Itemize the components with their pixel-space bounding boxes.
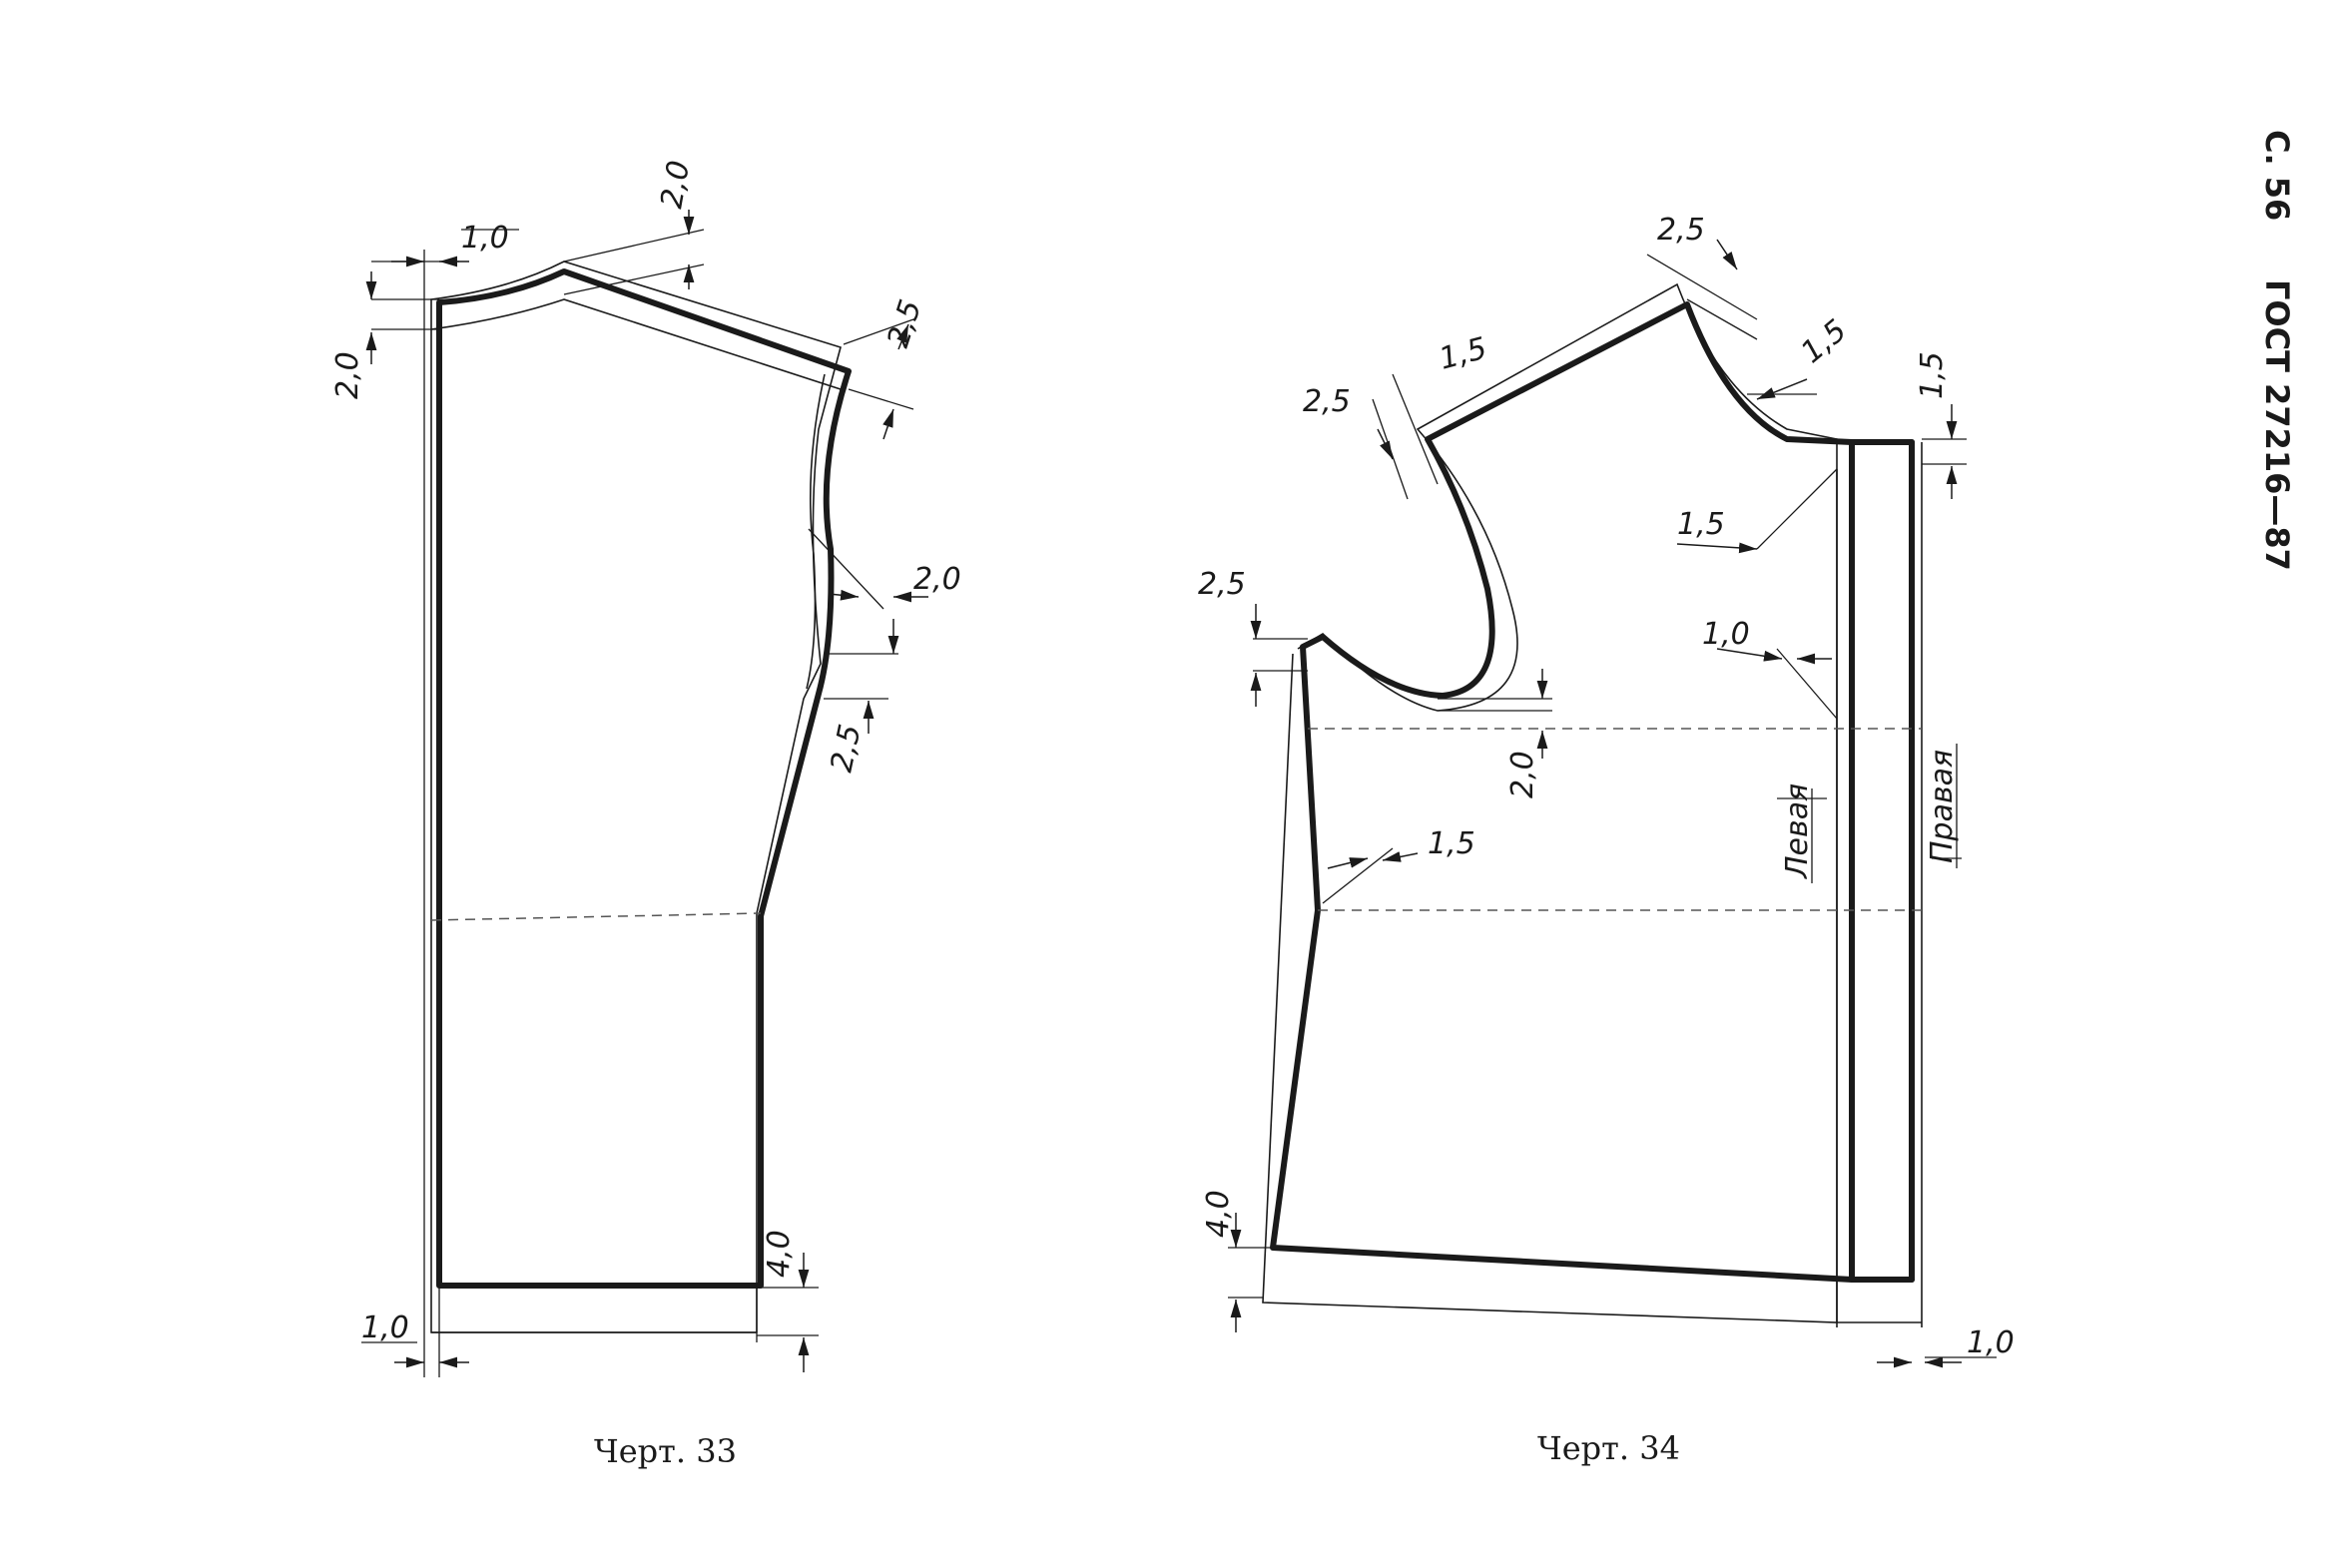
dim-front-edge: 1,0	[1967, 1325, 2015, 1360]
caption-33: Черт. 33	[594, 1432, 737, 1470]
caption-34: Черт. 34	[1537, 1429, 1680, 1467]
drawing-33: 1,0 2,0 2,0 2,5 2,0 2,5 4,0 1,0 Черт. 33	[330, 158, 961, 1470]
drawing-34: 2,5 1,5 2,5 1,5 1,5 1,5 2,5 1,0 2,0 1,5 …	[1198, 213, 2015, 1467]
dim-center-front: 1,0	[361, 1310, 409, 1345]
page-header: С. 56 ГОСТ 27216—87	[2258, 130, 2296, 571]
dimension-lines	[361, 210, 928, 1377]
back-piece-outline	[1270, 301, 1855, 1283]
front-piece-outline	[436, 268, 852, 1289]
dim-front-top: 1,5	[1915, 351, 1950, 399]
seam-allowance-contour	[430, 261, 842, 1333]
dim-armhole-top: 2,5	[1303, 384, 1351, 419]
dim-side-waist: 1,5	[1428, 826, 1475, 861]
dimension-lines-34	[1228, 239, 1997, 1368]
dim-shoulder-seam: 1,5	[1436, 331, 1490, 377]
dim-neck-depth: 2,0	[330, 351, 365, 399]
seam-allowance-neck	[430, 298, 842, 390]
waist-line	[430, 912, 762, 921]
dim-shoulder-top: 2,5	[1657, 213, 1705, 248]
dim-hem: 4,0	[762, 1230, 797, 1278]
dim-shoulder-allowance: 2,5	[880, 295, 928, 351]
dim-side: 2,5	[825, 722, 869, 776]
dim-underarm: 2,0	[1505, 751, 1540, 798]
seam-allowance-contour-34	[1262, 282, 1838, 1323]
dim-armhole: 2,0	[913, 562, 961, 597]
label-left: Левая	[1780, 784, 1815, 879]
dim-neck-inner: 1,5	[1677, 507, 1725, 542]
label-right: Правая	[1925, 750, 1960, 863]
dim-armhole-bottom: 2,5	[1198, 567, 1246, 602]
dim-neck-width: 1,0	[461, 221, 509, 256]
dim-shoulder-rise: 2,0	[654, 158, 697, 211]
dim-left-edge: 1,0	[1702, 617, 1750, 652]
dim-hem-side: 4,0	[1201, 1190, 1236, 1238]
page-number: С. 56	[2258, 130, 2296, 221]
armhole-allowance	[806, 373, 826, 690]
standard-code: ГОСТ 27216—87	[2258, 279, 2296, 571]
dim-neck-curve: 1,5	[1795, 313, 1854, 370]
